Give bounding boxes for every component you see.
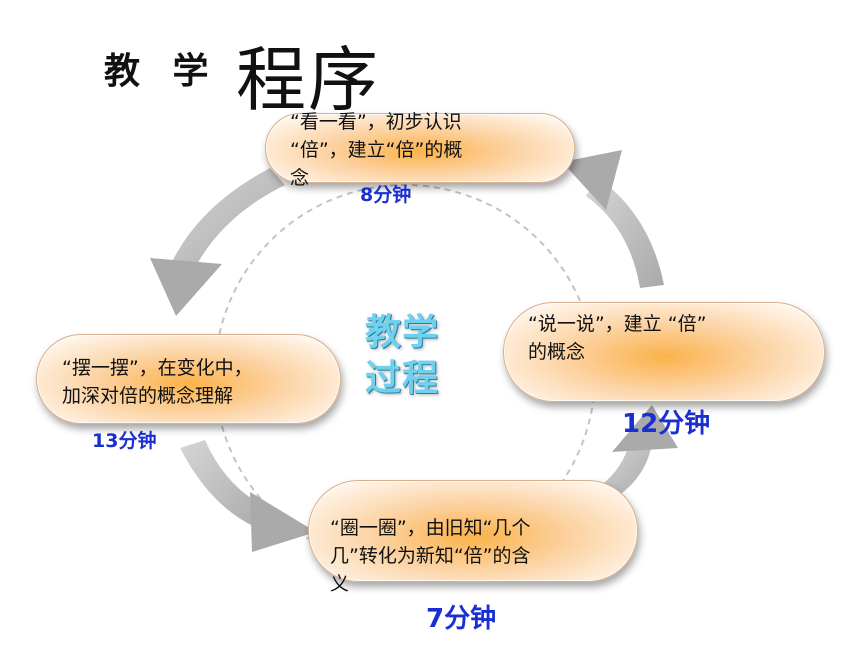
step-text-circle: “圈一圈”，由旧知“几个 几”转化为新知“倍”的含 义: [330, 517, 531, 595]
arrow-bottom-to-right: [600, 405, 678, 500]
step-duration-arrange: 13分钟: [92, 430, 157, 452]
title-main: 程序: [236, 39, 380, 121]
step-duration-speak: 12分钟: [622, 409, 711, 439]
center-label-line1: 教学: [364, 312, 439, 353]
center-label: 教学 过程: [352, 310, 452, 402]
step-text-speak: “说一说”，建立 “倍” 的概念: [528, 313, 707, 363]
arrow-left-to-bottom: [180, 440, 316, 552]
step-duration-circle: 7分钟: [426, 604, 497, 634]
step-text-arrange: “摆一摆”，在变化中， 加深对倍的概念理解: [62, 357, 253, 407]
step-node-observe: [265, 113, 575, 183]
arrow-right-to-top: [562, 150, 664, 288]
step-node-circle: [308, 480, 638, 582]
title-prefix: 教 学: [104, 51, 219, 92]
step-duration-observe: 8分钟: [360, 184, 412, 206]
step-node-arrange: [36, 334, 341, 424]
arrow-top-to-left: [150, 168, 285, 316]
step-text-observe: “看一看”，初步认识 “倍”，建立“倍”的概 念: [290, 111, 463, 189]
center-label-line2: 过程: [364, 358, 439, 399]
step-node-speak: [503, 302, 825, 402]
